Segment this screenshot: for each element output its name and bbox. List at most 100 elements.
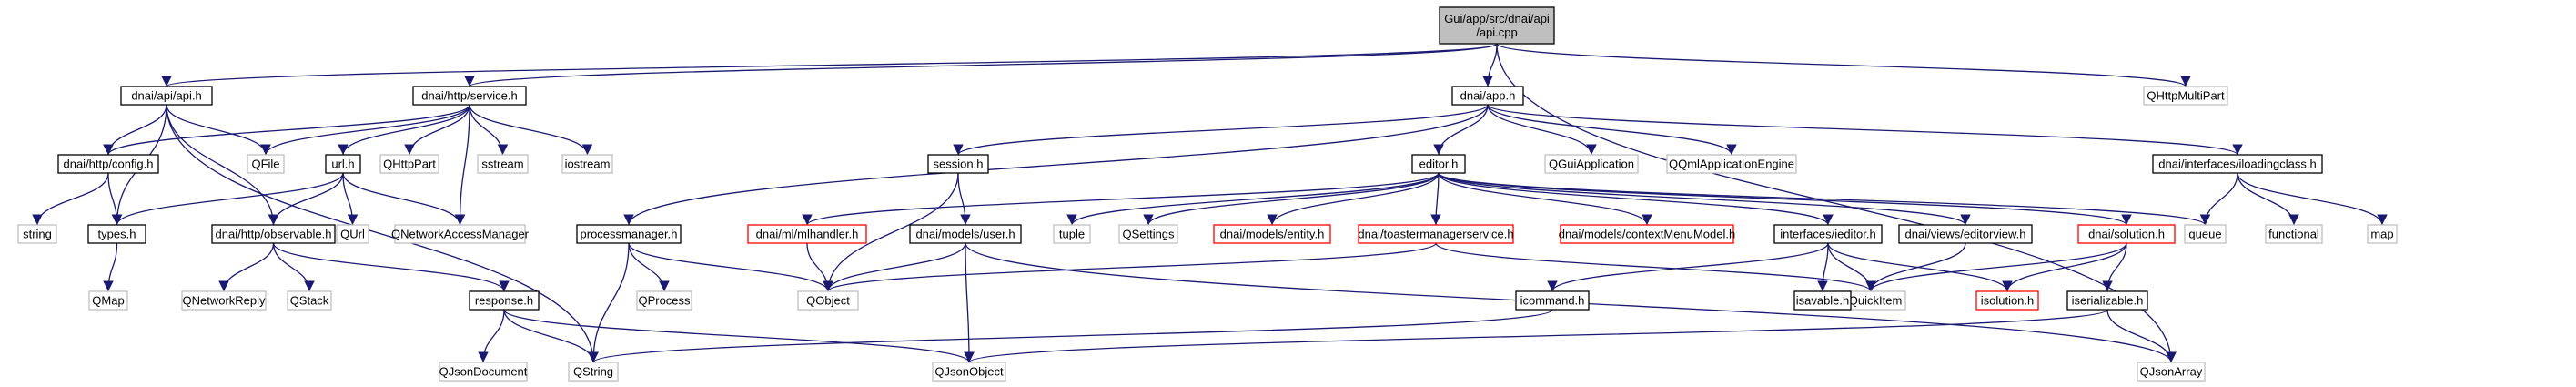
node-qstack[interactable]: QStack	[287, 290, 332, 311]
node-isavable-h[interactable]: isavable.h	[1793, 290, 1852, 311]
node-dnai-interfaces-iloadingclass-h[interactable]: dnai/interfaces/iloadingclass.h	[2152, 154, 2323, 174]
edge-mlhandler-h-to-qobject	[806, 242, 833, 292]
node-qjsonobject[interactable]: QJsonObject	[932, 362, 1006, 382]
node-qobject[interactable]: QObject	[797, 290, 859, 311]
node-box	[1773, 224, 1883, 244]
node-box	[1975, 290, 2039, 311]
node-sstream[interactable]: sstream	[477, 154, 529, 174]
node-label: QGuiApplication	[1549, 158, 1634, 171]
node-processmanager-h[interactable]: processmanager.h	[576, 224, 682, 244]
node-icommand-h[interactable]: icommand.h	[1515, 290, 1590, 311]
node-qnetworkreply[interactable]: QNetworkReply	[181, 290, 267, 311]
node-dnai-toastermanagerservice-h[interactable]: dnai/toastermanagerservice.h	[1358, 224, 1514, 244]
edge-url-h-to-qnetworkaccessmanager	[342, 172, 466, 226]
node-label: dnai/interfaces/iloadingclass.h	[2158, 158, 2316, 171]
node-response-h[interactable]: response.h	[469, 290, 540, 311]
node-qnetworkaccessmanager[interactable]: QNetworkAccessManager	[391, 224, 530, 244]
edge-iloadingclass-h-to-functional	[2237, 172, 2299, 226]
node-dnai-http-observable-h[interactable]: dnai/http/observable.h	[211, 224, 336, 244]
node-qstring[interactable]: QString	[568, 362, 619, 382]
node-box	[477, 154, 529, 174]
edge-config-h-to-types-h	[107, 172, 123, 226]
node-box	[2152, 154, 2323, 174]
node-box	[2066, 290, 2148, 311]
edge-service-h-to-config-h	[103, 104, 470, 156]
node-tuple[interactable]: tuple	[1053, 224, 1091, 244]
node-qqmlapplicationengine[interactable]: QQmlApplicationEngine	[1666, 154, 1797, 174]
node-box	[2367, 224, 2398, 244]
edge-service-h-to-sstream	[469, 104, 509, 156]
node-interfaces-ieditor-h[interactable]: interfaces/ieditor.h	[1773, 224, 1883, 244]
node-dnai-models-user-h[interactable]: dnai/models/user.h	[909, 224, 1022, 244]
node-qhttppart[interactable]: QHttpPart	[379, 154, 439, 174]
node-label: url.h	[331, 158, 354, 171]
node-box	[439, 362, 528, 382]
node-label: QMap	[92, 294, 124, 308]
node-url-h[interactable]: url.h	[325, 154, 361, 174]
node-dnai-app-h[interactable]: dnai/app.h	[1451, 86, 1524, 106]
node-dnai-api-api-h[interactable]: dnai/api/api.h	[120, 86, 213, 106]
edge-service-h-to-url-h	[338, 104, 470, 156]
edge-iserializable-h-to-qjsonarray	[2106, 309, 2177, 363]
node-label: QString	[573, 365, 613, 379]
node-box	[561, 154, 613, 174]
node-types-h[interactable]: types.h	[87, 224, 146, 244]
node-qjsondocument[interactable]: QJsonDocument	[439, 362, 528, 382]
node-box	[932, 362, 1006, 382]
node-qquickitem[interactable]: QQuickItem	[1835, 290, 1906, 311]
node-map[interactable]: map	[2367, 224, 2398, 244]
node-box	[2143, 86, 2228, 106]
node-box	[57, 154, 159, 174]
node-session-h[interactable]: session.h	[927, 154, 989, 174]
node-label: functional	[2268, 228, 2319, 241]
node-iostream[interactable]: iostream	[561, 154, 613, 174]
node-label: QQmlApplicationEngine	[1669, 158, 1794, 171]
node-box	[394, 224, 526, 244]
node-dnai-http-config-h[interactable]: dnai/http/config.h	[57, 154, 159, 174]
node-iserializable-h[interactable]: iserializable.h	[2066, 290, 2148, 311]
edge-editor-h-to-mlhandler-h	[802, 172, 1440, 226]
node-label: types.h	[98, 228, 136, 241]
node-qurl[interactable]: QUrl	[336, 224, 369, 244]
edge-service-h-to-qhttppart	[404, 104, 470, 156]
node-editor-h[interactable]: editor.h	[1411, 154, 1466, 174]
edge-api-h-to-qfile	[166, 104, 271, 156]
edge-response-h-to-qjsondocument	[478, 309, 505, 363]
node-qfile[interactable]: QFile	[247, 154, 285, 174]
node-qhttpmultipart[interactable]: QHttpMultiPart	[2143, 86, 2228, 106]
node-queue[interactable]: queue	[2184, 224, 2227, 244]
edge-processmanager-h-to-qstring	[588, 242, 630, 363]
node-box	[1666, 154, 1797, 174]
node-label: dnai/ml/mlhandler.h	[756, 228, 859, 241]
edge-service-h-to-qnetworkaccessmanager	[454, 104, 470, 226]
node-label: QJsonDocument	[439, 365, 528, 379]
node-qjsonarray[interactable]: QJsonArray	[2137, 362, 2206, 382]
edge-processmanager-h-to-qobject	[628, 242, 833, 292]
node-string[interactable]: string	[17, 224, 57, 244]
node-box	[120, 86, 213, 106]
node-label: session.h	[934, 158, 984, 171]
node-box	[1439, 6, 1555, 45]
node-functional[interactable]: functional	[2265, 224, 2323, 244]
node-qprocess[interactable]: QProcess	[636, 290, 692, 311]
edge-root-to-service-h	[464, 43, 1498, 87]
node-dnai-models-contextmenumodel-h[interactable]: dnai/models/contextMenuModel.h	[1559, 224, 1735, 244]
edges-layer	[32, 43, 2388, 363]
node-label: dnai/http/config.h	[63, 158, 153, 171]
node-qguiapplication[interactable]: QGuiApplication	[1544, 154, 1639, 174]
node-gui-app-src-dnai-api-api-cpp[interactable]: Gui/app/src/dnai/api/api.cpp	[1439, 6, 1555, 45]
node-dnai-ml-mlhandler-h[interactable]: dnai/ml/mlhandler.h	[747, 224, 867, 244]
node-qmap[interactable]: QMap	[88, 290, 128, 311]
node-qsettings[interactable]: QSettings	[1118, 224, 1178, 244]
edge-editor-h-to-entity-h	[1267, 172, 1440, 226]
node-box	[1053, 224, 1091, 244]
node-label: QSettings	[1122, 228, 1175, 241]
node-label: dnai/views/editorview.h	[1905, 228, 2026, 241]
node-dnai-http-service-h[interactable]: dnai/http/service.h	[412, 86, 527, 106]
node-dnai-views-editorview-h[interactable]: dnai/views/editorview.h	[1898, 224, 2033, 244]
node-box	[211, 224, 336, 244]
edge-observable-h-to-response-h	[272, 242, 510, 292]
node-dnai-models-entity-h[interactable]: dnai/models/entity.h	[1213, 224, 1331, 244]
node-isolution-h[interactable]: isolution.h	[1975, 290, 2039, 311]
node-dnai-solution-h[interactable]: dnai/solution.h	[2077, 224, 2176, 244]
